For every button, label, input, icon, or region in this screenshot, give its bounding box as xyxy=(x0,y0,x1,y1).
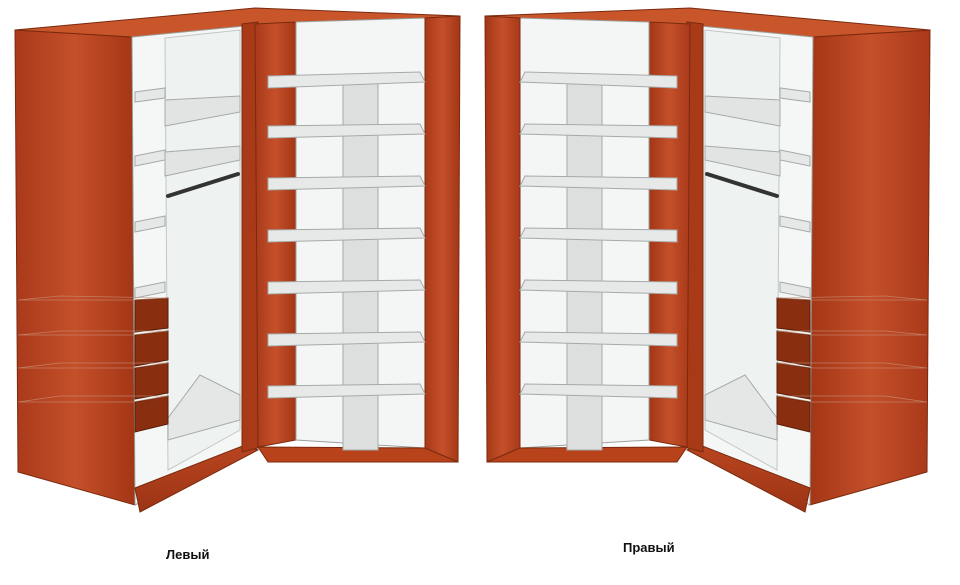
right-wardrobe xyxy=(483,6,932,514)
left-wardrobe xyxy=(13,6,462,514)
caption-left: Левый xyxy=(166,547,210,562)
caption-right: Правый xyxy=(623,540,675,555)
